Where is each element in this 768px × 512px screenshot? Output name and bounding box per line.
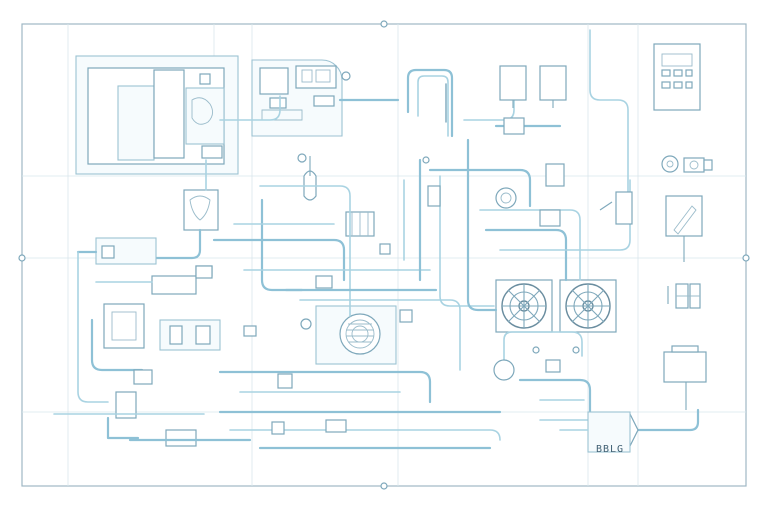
washer-icon — [191, 97, 213, 125]
filter-unit — [300, 156, 397, 365]
code-plate — [587, 411, 631, 453]
control-panel-left — [75, 55, 239, 175]
fan-icon — [495, 279, 553, 333]
frame-markers — [18, 20, 750, 490]
pressure-gauge-icon — [661, 155, 713, 173]
screwdriver-icon — [665, 195, 703, 262]
bell-icon — [667, 283, 701, 309]
gauge-panel-icon — [653, 43, 701, 111]
left-machinery — [53, 159, 252, 447]
pipe-network-right — [428, 138, 633, 432]
valve-icon — [503, 117, 525, 135]
pipe-network-top — [219, 68, 562, 138]
bottom-right-code-label: BBLG — [596, 444, 624, 455]
bottom-right-assembly: BBLG — [559, 345, 707, 455]
fan-icon — [559, 279, 617, 333]
pipe-network-center — [195, 153, 502, 450]
meter-cabinets — [499, 29, 629, 221]
controller-unit — [251, 59, 351, 137]
